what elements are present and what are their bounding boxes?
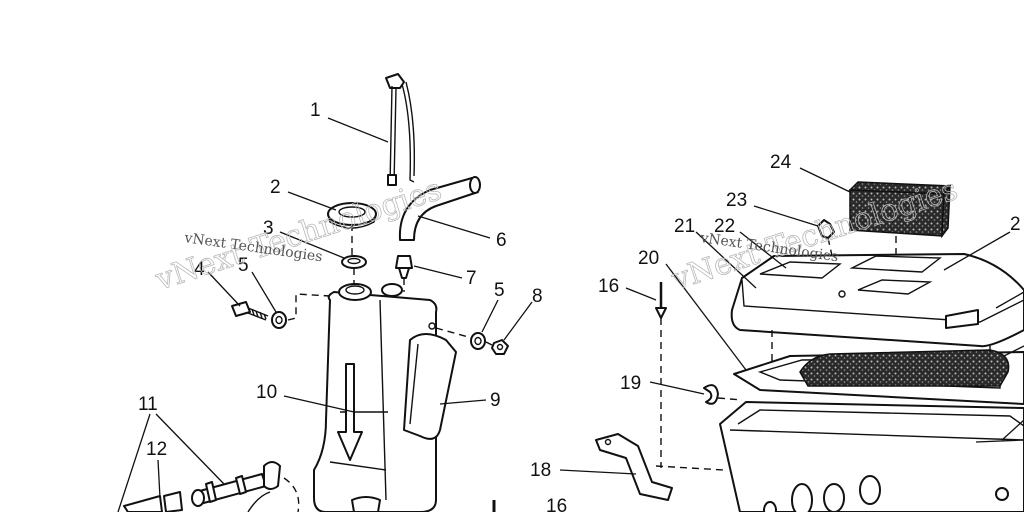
callout-3: 3: [263, 218, 274, 239]
vent-fitting: [395, 255, 413, 279]
callout-6: 6: [496, 230, 507, 251]
callout-5: 5: [238, 255, 249, 276]
foam-filter-element: [799, 349, 1010, 387]
callout-16-bottom: 16: [546, 496, 567, 512]
airbox-body: [719, 401, 1024, 512]
assembly-line: [485, 341, 493, 346]
callout-22: 22: [714, 216, 735, 237]
gasket-hole: [347, 257, 361, 265]
callout-18: 18: [530, 460, 551, 481]
bolt-and-washer: [231, 301, 287, 329]
assembly-line: [287, 293, 331, 321]
callout-24: 24: [770, 152, 792, 173]
callout-11: 11: [138, 394, 158, 415]
washer-and-nut: [470, 332, 509, 355]
callout-numbers: 1 2 3 4 5 6 7 5 8 9 10 11 12 16 19 18 20…: [138, 100, 1021, 512]
callout-7: 7: [466, 268, 477, 289]
callout-2-right: 2: [1010, 214, 1021, 235]
callout-5b: 5: [494, 280, 505, 301]
filler-cap: [327, 202, 377, 229]
reservoir-tank: [313, 283, 438, 512]
assembly-line: [655, 465, 725, 471]
lower-hose-clamps: [123, 461, 300, 512]
callout-23: 23: [726, 190, 747, 211]
vent-hose: [398, 176, 481, 241]
long-bolt: [655, 282, 667, 319]
callout-9: 9: [490, 390, 501, 411]
callout-1: 1: [310, 100, 321, 121]
callout-12: 12: [146, 439, 167, 460]
callout-20: 20: [638, 248, 659, 269]
mount-bracket: [595, 433, 673, 501]
callout-21: 21: [674, 216, 695, 237]
assembly-line: [435, 327, 473, 339]
callout-8: 8: [532, 286, 543, 307]
callout-2: 2: [270, 177, 281, 198]
airbox-cover: [730, 253, 1024, 348]
dipstick-cable: [385, 73, 416, 186]
callout-4: 4: [194, 259, 205, 280]
callout-16: 16: [598, 276, 619, 297]
leader-lines: [117, 117, 1024, 512]
assembly-line: [717, 397, 743, 401]
foam-filter-top: [848, 181, 952, 239]
tank-shield: [403, 333, 457, 440]
callout-10: 10: [256, 382, 277, 403]
callout-19: 19: [620, 373, 641, 394]
hose-clip: [703, 384, 719, 405]
